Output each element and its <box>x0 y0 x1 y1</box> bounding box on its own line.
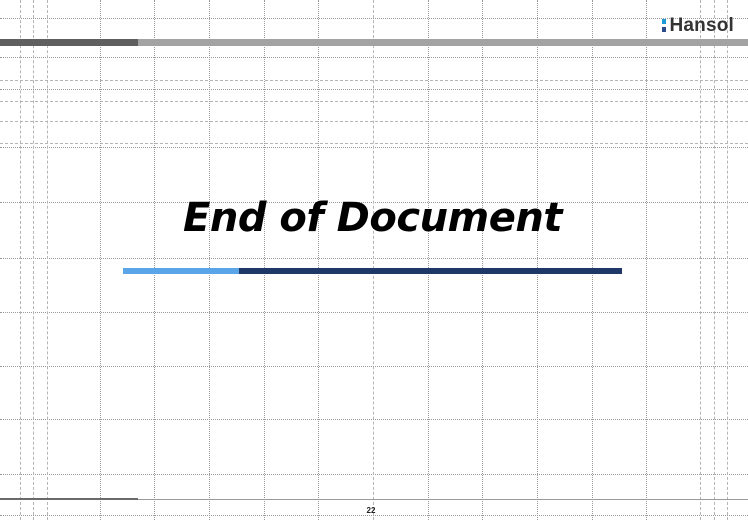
logo-mark-square-icon <box>662 27 667 32</box>
guide-line <box>100 0 101 520</box>
guide-line <box>0 101 748 102</box>
guide-line <box>714 0 715 520</box>
slide-title: End of Document <box>183 195 562 241</box>
footer-rule-accent <box>0 498 138 500</box>
guide-line <box>47 0 48 520</box>
logo-text: Hansol <box>669 15 734 36</box>
logo-mark-square-icon <box>662 19 667 24</box>
guide-line <box>0 121 748 122</box>
guide-line <box>592 0 593 520</box>
guide-line <box>0 419 748 420</box>
guide-line <box>33 0 34 520</box>
guide-line <box>0 89 748 90</box>
title-underline-accent <box>123 268 239 274</box>
guide-line <box>154 0 155 520</box>
guide-line <box>482 0 483 520</box>
guide-line <box>700 0 701 520</box>
page-number: 22 <box>366 506 376 515</box>
guide-line <box>0 515 748 516</box>
guide-line <box>0 18 748 19</box>
guide-line <box>428 0 429 520</box>
hansol-logo: Hansol <box>662 16 734 35</box>
guide-line <box>318 0 319 520</box>
guide-line <box>0 57 748 58</box>
guide-line <box>209 0 210 520</box>
header-bar <box>138 39 748 46</box>
guide-line <box>727 0 728 520</box>
guide-line <box>0 312 748 313</box>
guide-line <box>0 80 748 81</box>
header-bar-accent <box>0 39 138 46</box>
guide-line <box>537 0 538 520</box>
guide-line <box>0 143 748 144</box>
guide-line <box>264 0 265 520</box>
title-underline <box>239 268 622 274</box>
guide-line <box>0 366 748 367</box>
logo-mark-icon <box>662 19 667 32</box>
guide-line <box>20 0 21 520</box>
guide-line <box>0 258 748 259</box>
guide-line <box>0 147 748 148</box>
guide-line <box>646 0 647 520</box>
guide-line <box>373 0 374 520</box>
guide-line <box>0 474 748 475</box>
footer-rule <box>0 499 748 500</box>
